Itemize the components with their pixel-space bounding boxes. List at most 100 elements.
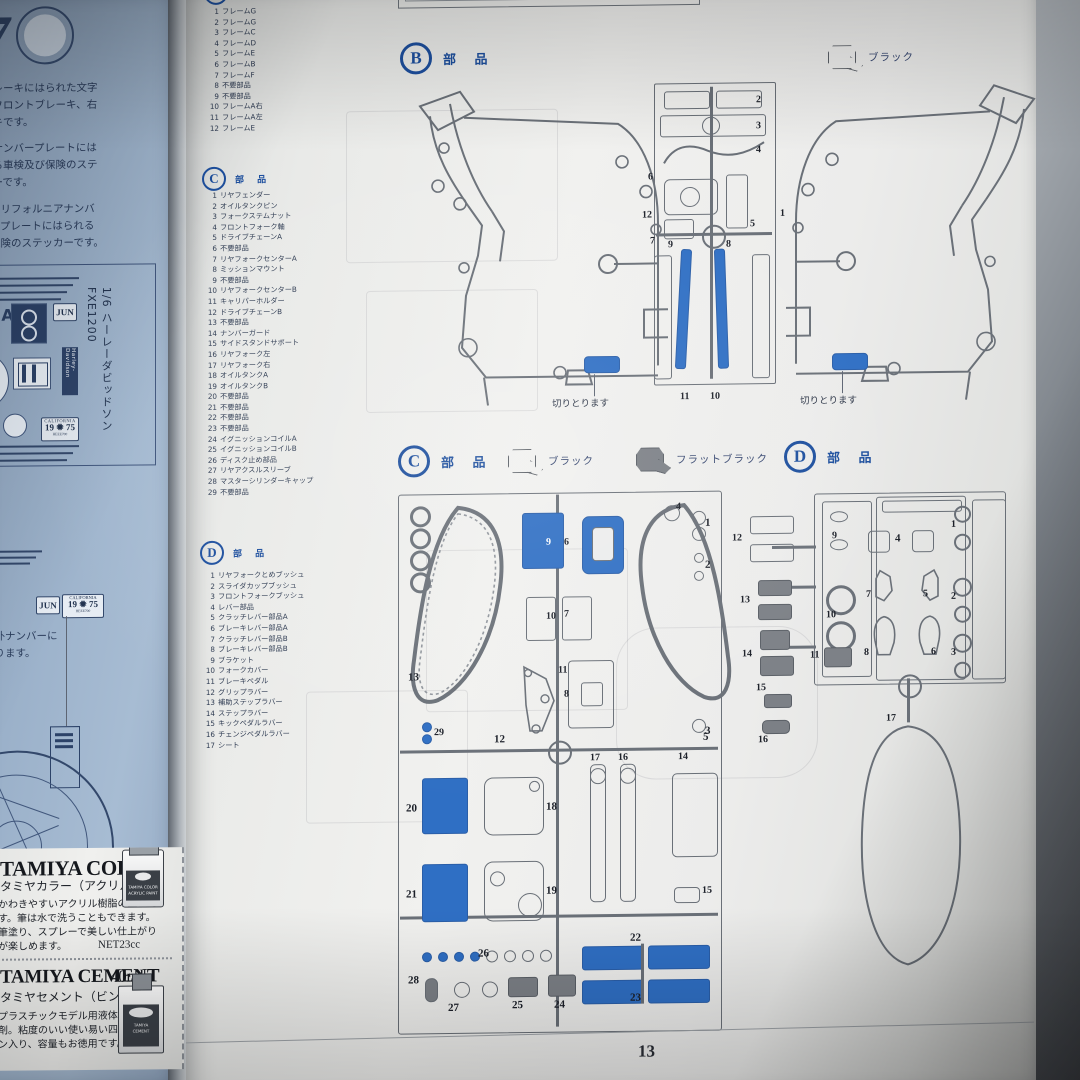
list-item-label: 不要部品 [220,412,249,423]
ad-color-volume: NET23cc [98,938,141,951]
tamiya-advertisement: TAMIYA COLOR タミヤカラー（アクリル塗料） かわきやすいアクリル樹脂… [0,847,184,1071]
list-item-label: ドライブチェーンA [220,232,283,243]
c-part-24 [548,974,576,997]
c-part-22a-blue [582,945,644,971]
c-part-15 [674,886,700,904]
list-item-label: オイルタンクA [220,370,269,380]
c-part-28 [425,978,438,1003]
c-part-29a [422,722,432,733]
part-number-b4: 4 [756,144,761,156]
list-item-label: 不要部品 [220,275,249,285]
section-b-header: B 部 品 [400,41,495,75]
list-item-number: 26 [207,455,217,465]
part-number-b9: 9 [668,239,673,251]
list-item-number: 9 [212,275,217,285]
d-part-14b [760,655,794,677]
plate-number: 19 ✹ 75 [67,598,99,610]
c-part-16 [620,763,636,902]
list-item-label: リヤフォークとめブッシュ [218,569,305,580]
section-badge-d: D [784,440,816,473]
list-item-number: 14 [207,328,217,338]
paint-name-black: ブラック [548,455,594,468]
paint-jar-icon [828,45,862,70]
c-part-29b [422,734,432,745]
paint-name-black: ブラック [868,51,914,64]
list-item-number: 4 [212,222,217,232]
part-number-c2: 2 [705,558,711,571]
list-item-label: 不要部品 [220,391,249,402]
part-number-c15: 15 [702,884,712,896]
c-part-25 [508,976,538,998]
section-badge-b: B [400,42,432,75]
d-part-13a [758,579,792,597]
c-part-23b-blue [648,978,710,1004]
part-number-c17: 17 [590,752,600,764]
list-item-number: 1 [212,190,217,200]
decal-sheet: AMA JUN Harley-Davidson on CALIFORNIA 19… [0,263,156,468]
list-item-label: ナンバーガード [220,327,271,338]
part-number-c10: 10 [546,610,556,622]
list-item-number: 28 [207,476,217,486]
list-item-number: 10 [207,286,217,296]
list-item-label: 不要部品 [220,423,249,433]
list-item-label: フロントフォークブッシュ [218,590,305,601]
list-item-label: イグニッションコイルB [220,444,297,455]
lower-decal-month: JUN [36,596,60,615]
cut-label-left: 切りとります [552,398,610,410]
d-part-13b [758,603,792,621]
list-item-number: 3 [210,592,215,602]
plate-number: 19 ✹ 75 [44,422,76,433]
cut-label-right: 切りとります [800,394,858,407]
part-number-c12: 12 [494,733,505,746]
section-d-header: D 部 品 [784,440,879,473]
list-item-number: 17 [205,740,215,750]
part-number-b2: 2 [756,94,761,106]
list-item-label: リヤフォークセンターB [220,285,297,296]
part-number-c4: 4 [676,501,681,513]
section-c-header: C 部 品 [398,444,493,478]
list-item-number: 27 [207,466,217,476]
c-part-9-blue [522,512,564,570]
list-item-number: 3 [212,212,217,222]
list-item-label: キャリパーホルダー [220,295,285,306]
decal-license-plate: CALIFORNIA 19 ✹ 75 HEEE700 [41,417,79,442]
decal-month-jun: JUN [53,303,77,322]
list-item-label: リヤフォークセンターA [220,253,297,264]
list-item-label: 不要部品 [220,487,249,497]
list-item-label: イグニッションコイルA [220,433,297,444]
lp-line: 内ナンバープレートには [0,141,97,155]
list-item-label: サイドスタンドサポート [220,338,300,349]
list-item-number: 21 [207,402,217,412]
list-item-number: 12 [205,687,215,697]
part-number-c8: 8 [564,688,569,700]
decal-gauge [11,303,47,344]
left-page-paragraph-2: 内ナンバープレートには れる車検及び保険のステ カーです。 [0,139,154,192]
b-part-2 [664,90,710,110]
part-number-c28: 28 [408,974,419,987]
list-item-label: リヤフォーク左 [220,349,271,359]
c-part-21-blue [422,863,468,923]
list-item-number: 29 [207,487,217,497]
part-number-d1: 1 [951,518,956,530]
part-number-b3: 3 [756,120,761,132]
d-part-15 [764,693,792,709]
list-item-number: 7 [210,634,215,644]
part-number-b5: 5 [750,218,755,230]
part-number-d3: 3 [951,646,956,658]
left-page-paragraph-1: ブレーキにはられた文字 がフロントブレーキ、右 ーキです。 [0,79,154,132]
part-number-d15: 15 [756,682,766,694]
part-number-c21: 21 [406,888,417,901]
list-item-label: 不要部品 [220,402,249,412]
part-number-b10: 10 [710,390,720,402]
c-part-22b-blue [648,944,710,970]
list-item-label: クラッチレバー部品B [218,633,288,644]
part-number-d4: 4 [895,532,901,545]
